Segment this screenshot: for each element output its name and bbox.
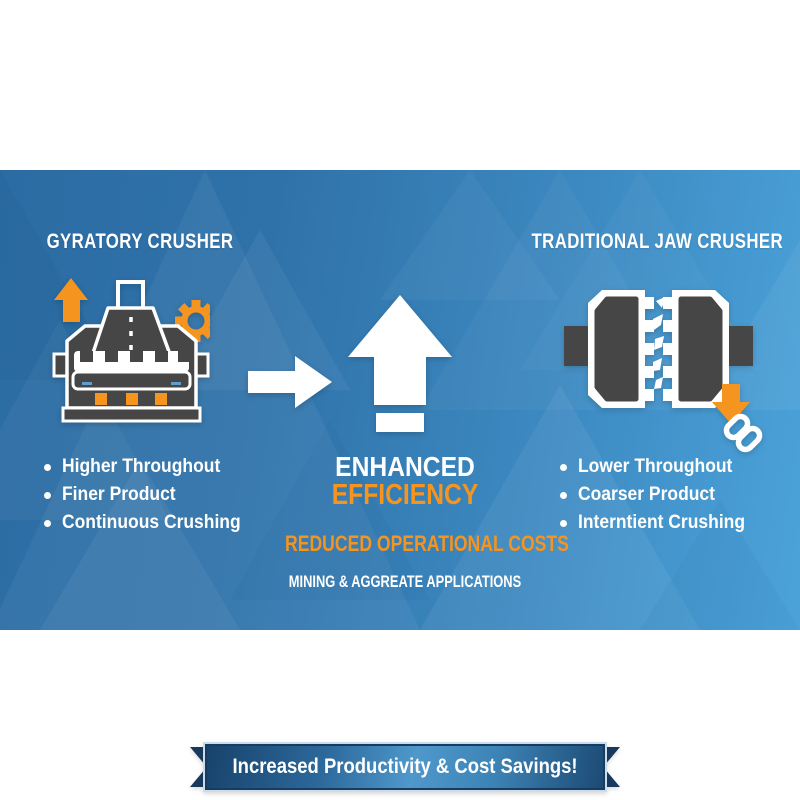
list-item: Continuous Crushing — [44, 509, 256, 537]
headline-efficiency: EFFICIENCY — [331, 479, 479, 511]
up-arrow-icon — [54, 278, 88, 322]
down-arrow-icon — [712, 384, 750, 424]
rock-fragments — [653, 297, 665, 389]
bullet-label: Finer Product — [62, 484, 176, 505]
bullet-dot — [44, 463, 51, 471]
bullet-dot — [560, 519, 567, 527]
bullet-dot — [560, 463, 567, 471]
gyratory-crusher-icon — [52, 278, 210, 423]
chain-link-icon — [723, 413, 763, 453]
main-panel: GYRATORY CRUSHER — [0, 170, 800, 630]
bullet-dot — [560, 491, 567, 499]
headline-enhanced: ENHANCED — [335, 451, 475, 482]
right-arrow-icon — [248, 356, 332, 408]
bullet-label: Higher Throughout — [62, 456, 221, 477]
list-item: Higher Throughout — [44, 453, 256, 481]
ribbon-text: Increased Productivity & Cost Savings! — [232, 755, 578, 778]
left-title-text: GYRATORY CRUSHER — [46, 230, 234, 253]
list-item: Coarser Product — [560, 481, 760, 509]
right-column-title: TRADITIONAL JAW CRUSHER — [505, 230, 784, 254]
subheadline-reduced-costs: REDUCED OPERATIONAL COSTS — [285, 531, 569, 556]
bullet-dot — [44, 491, 51, 499]
bullet-label: Interntient Crushing — [578, 512, 746, 533]
caption-applications: MINING & AGGREATE APPLICATIONS — [288, 573, 522, 591]
left-bullet-list: Higher Throughout Finer Product Continuo… — [44, 453, 256, 537]
right-title-text: TRADITIONAL JAW CRUSHER — [531, 230, 784, 253]
right-bullet-list: Lower Throughout Coarser Product Internt… — [560, 453, 760, 537]
bullet-dot — [44, 519, 51, 527]
left-column-title: GYRATORY CRUSHER — [20, 230, 260, 254]
bullet-label: Coarser Product — [578, 484, 715, 505]
ribbon-band: Increased Productivity & Cost Savings! — [205, 744, 605, 790]
bullet-label: Continuous Crushing — [62, 512, 241, 533]
big-up-arrow-icon — [348, 295, 452, 432]
bullet-label: Lower Throughout — [578, 456, 733, 477]
list-item: Lower Throughout — [560, 453, 760, 481]
footer-ribbon: Increased Productivity & Cost Savings! — [190, 744, 620, 790]
list-item: Finer Product — [44, 481, 256, 509]
jaw-crusher-icon — [564, 283, 763, 453]
list-item: Interntient Crushing — [560, 509, 760, 537]
